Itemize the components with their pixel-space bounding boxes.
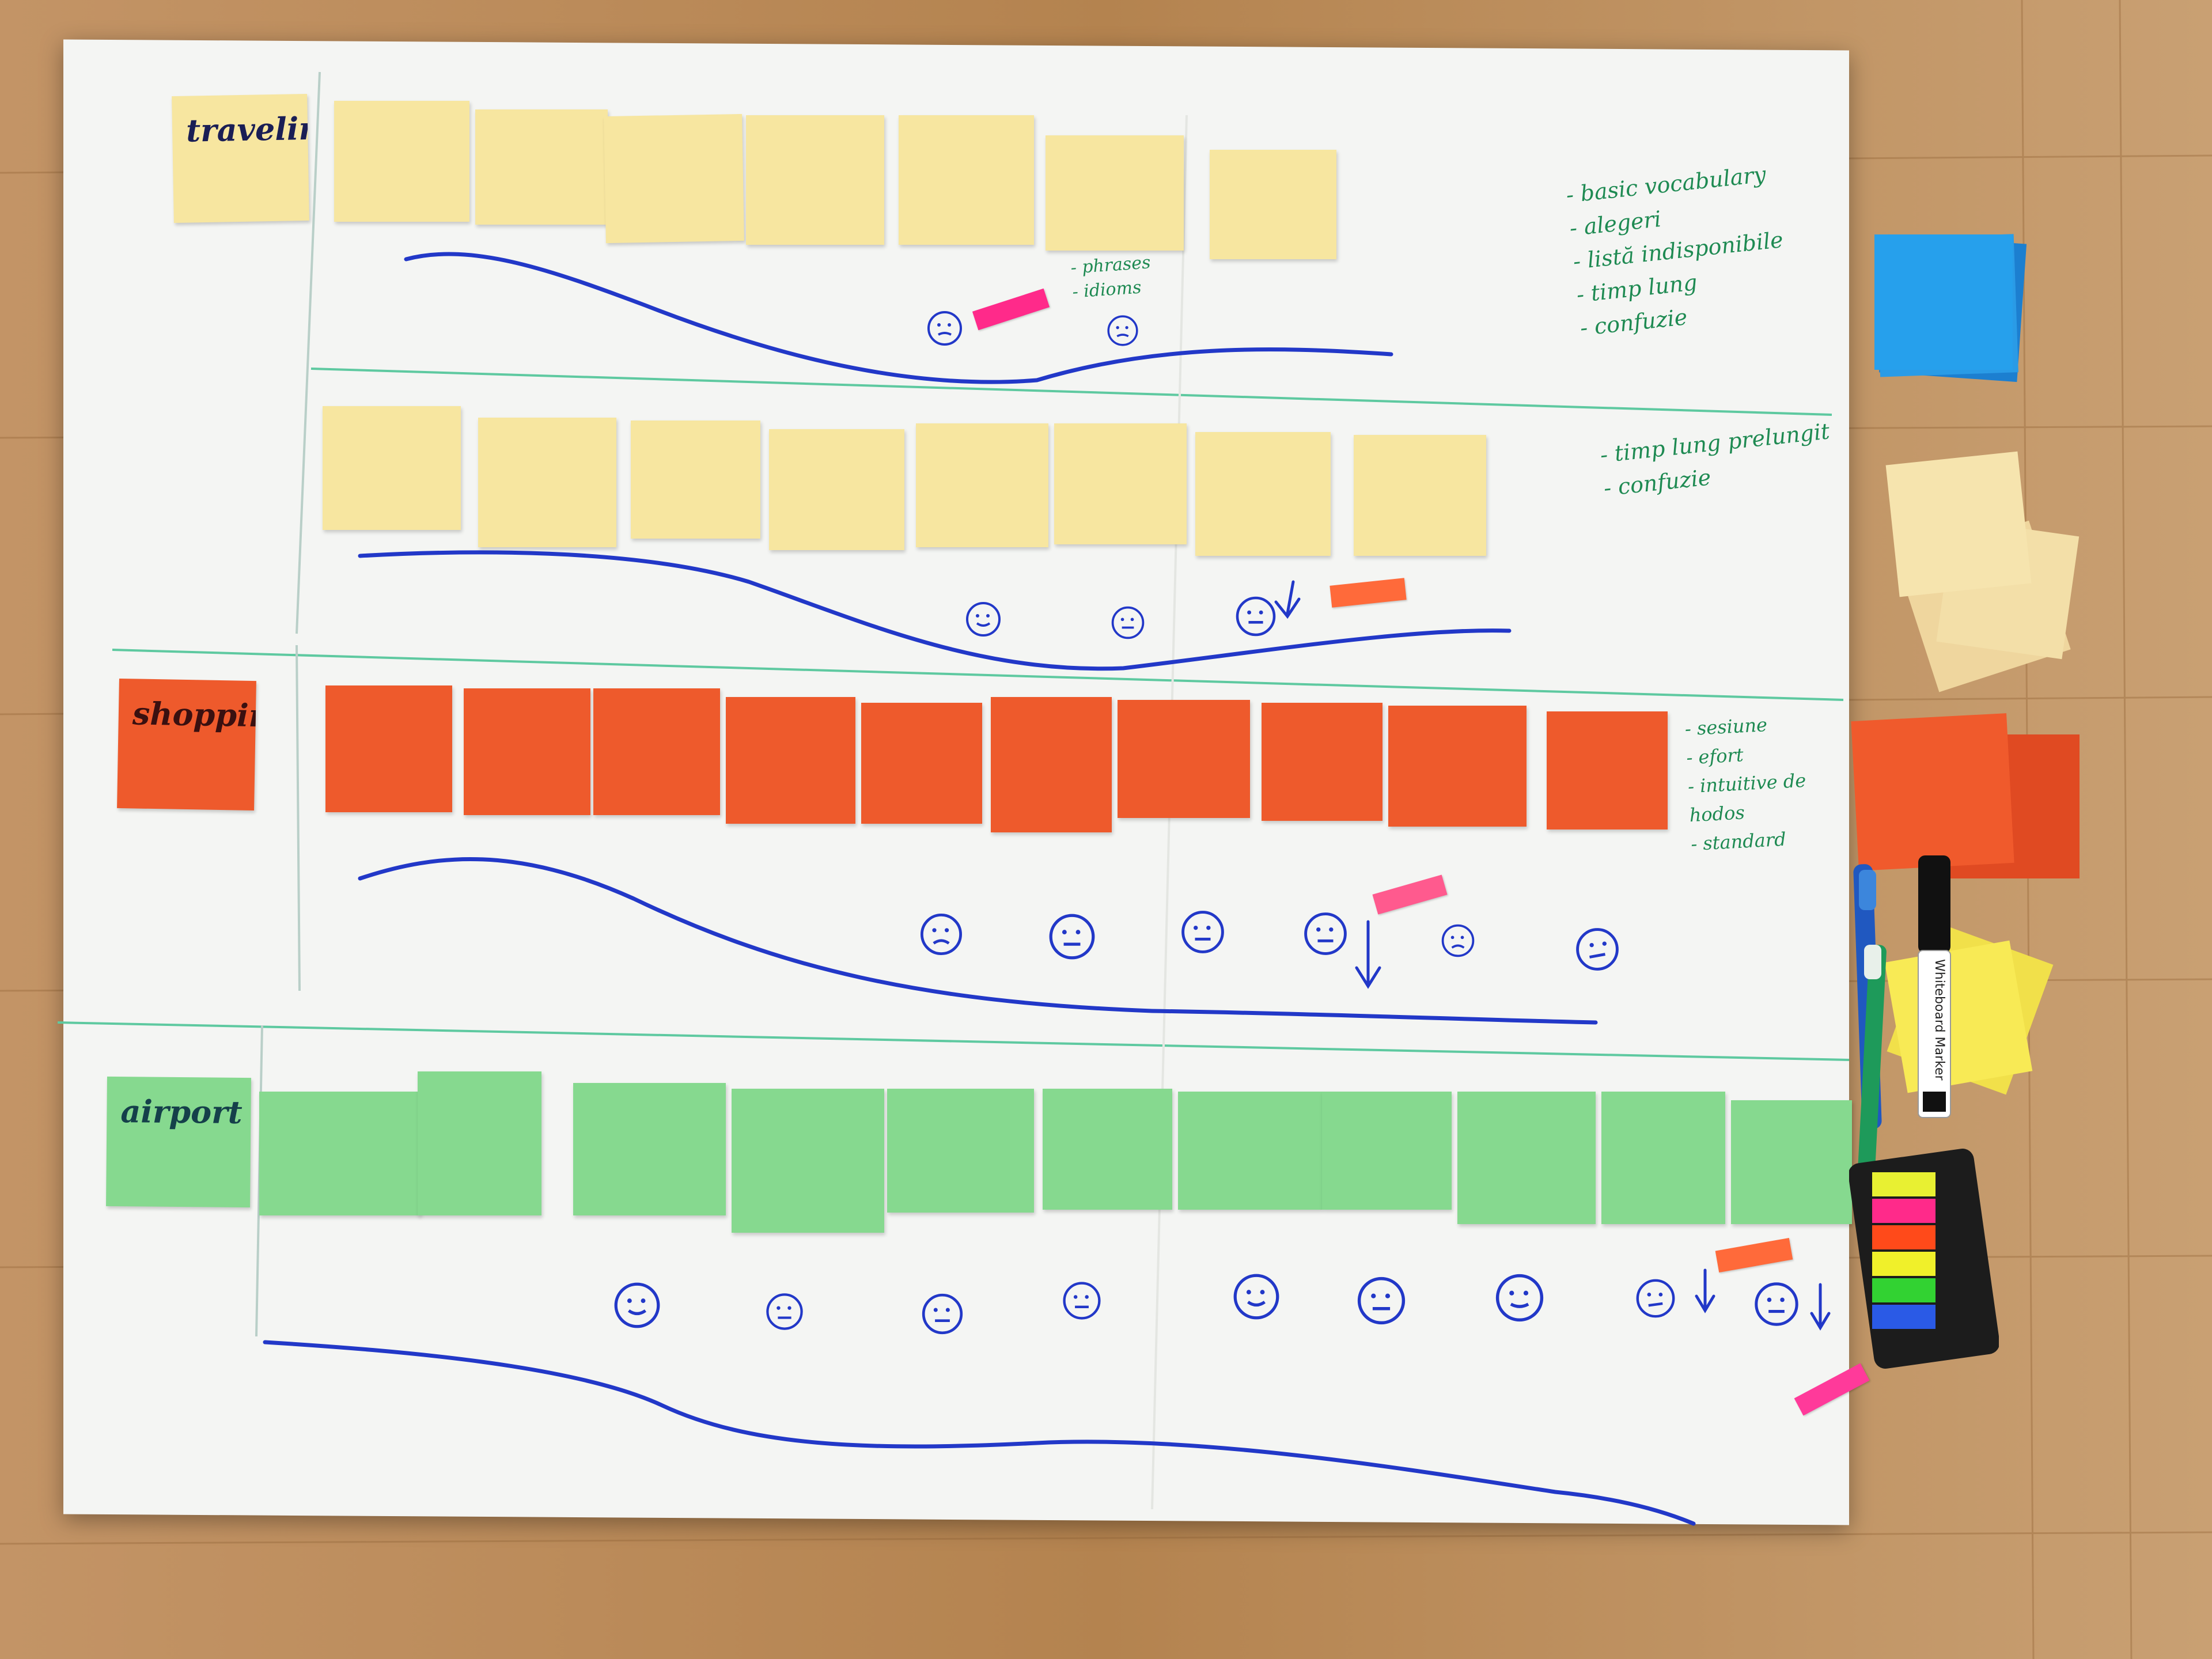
sticky-note [418,1071,541,1215]
sticky-note [475,109,608,225]
arrow-down-1 [1274,580,1301,619]
sticky-note [861,703,982,824]
sticky-note [1054,423,1187,544]
journey-curve-airport [263,1340,1696,1526]
sad-face-icon [1441,924,1475,957]
journey-curve-traveling-2 [358,550,1512,671]
sticky-note [991,697,1112,832]
smile-face-icon [614,1282,660,1328]
journey-curve-shopping [358,857,1598,1025]
sticky-note [1731,1100,1852,1224]
neutral-face-icon [927,311,962,346]
neutral-face-icon [1357,1277,1406,1325]
arrow-down-4 [1810,1283,1831,1331]
column-divider-2 [296,645,301,991]
row-label-airport: airport [106,1076,251,1208]
sticky-note [887,1089,1034,1213]
handwritten-annotation-phrases: - phrases - idioms [1070,252,1152,302]
sticky-note [1601,1092,1725,1224]
sticky-note [478,418,616,547]
handwritten-notes-shopping: - sesiune - efort - intuitive de hodos -… [1684,714,1807,855]
marker-label: Whiteboard Marker [1932,959,1946,1081]
sticky-note [604,113,744,244]
sticky-note [323,406,461,530]
neutral-face-icon [922,1293,963,1335]
sticky-note [1354,435,1486,556]
sticky-note [1322,1092,1452,1210]
sticky-note [1262,703,1382,821]
sticky-note [573,1083,726,1215]
smile-face-icon [1495,1274,1544,1322]
neutral-face-icon [1755,1282,1798,1326]
sad-face-icon [921,914,962,955]
whiteboard-marker: Whiteboard Marker [1918,855,1951,1118]
orange-sticky-pad [1851,713,2080,878]
neutral-face-icon [1111,606,1145,639]
smile-face-icon [1233,1274,1279,1320]
sticky-note [1046,135,1184,251]
sticky-note [1195,432,1331,556]
row-divider-3 [57,1021,1850,1061]
row-label-shopping: shopping [117,678,256,811]
blue-sticky-pad [1874,234,2027,382]
sticky-note [259,1092,421,1215]
sticky-note [1457,1092,1596,1224]
sticky-note [746,115,884,245]
column-divider-1 [296,71,321,634]
sticky-note [325,685,452,812]
neutral-face-icon [766,1293,803,1330]
sticky-note [1043,1089,1172,1210]
sticky-note [899,115,1034,245]
neutral-face-icon [1636,1279,1675,1318]
sticky-note [732,1089,884,1233]
neutral-face-icon [1107,315,1138,346]
row-label-traveling: traveling [172,93,309,224]
flag-tabs-holder [1849,1149,1999,1369]
sticky-note [726,697,855,824]
arrow-down-2 [1355,920,1381,989]
smile-face-icon [966,602,1001,637]
neutral-face-icon [1063,1282,1101,1320]
green-marker [1857,945,1887,1198]
row-divider-2 [112,649,1844,701]
sticky-note [1210,150,1336,259]
arrow-down-3 [1695,1268,1715,1313]
neutral-face-icon [1304,912,1347,955]
neutral-face-icon [1181,911,1224,953]
handwritten-notes-traveling-1: - basic vocabulary - alegeri - listă ind… [1565,161,1785,341]
row-divider-1 [310,368,1832,416]
sticky-note [631,421,760,539]
sticky-note [1118,700,1250,818]
sticky-note [1178,1092,1322,1210]
sticky-note [593,688,720,815]
yellow-sticky-pad-pale [1885,451,2080,692]
journey-curve-traveling-1 [404,252,1393,384]
sticky-note [1388,706,1527,827]
sticky-note [769,429,904,550]
sticky-note [916,423,1048,547]
sticky-note [334,101,469,222]
neutral-face-icon [1049,914,1095,960]
neutral-face-icon [1576,928,1619,971]
neutral-face-icon [1236,596,1276,637]
sticky-note [464,688,590,815]
sticky-note [1547,711,1668,830]
